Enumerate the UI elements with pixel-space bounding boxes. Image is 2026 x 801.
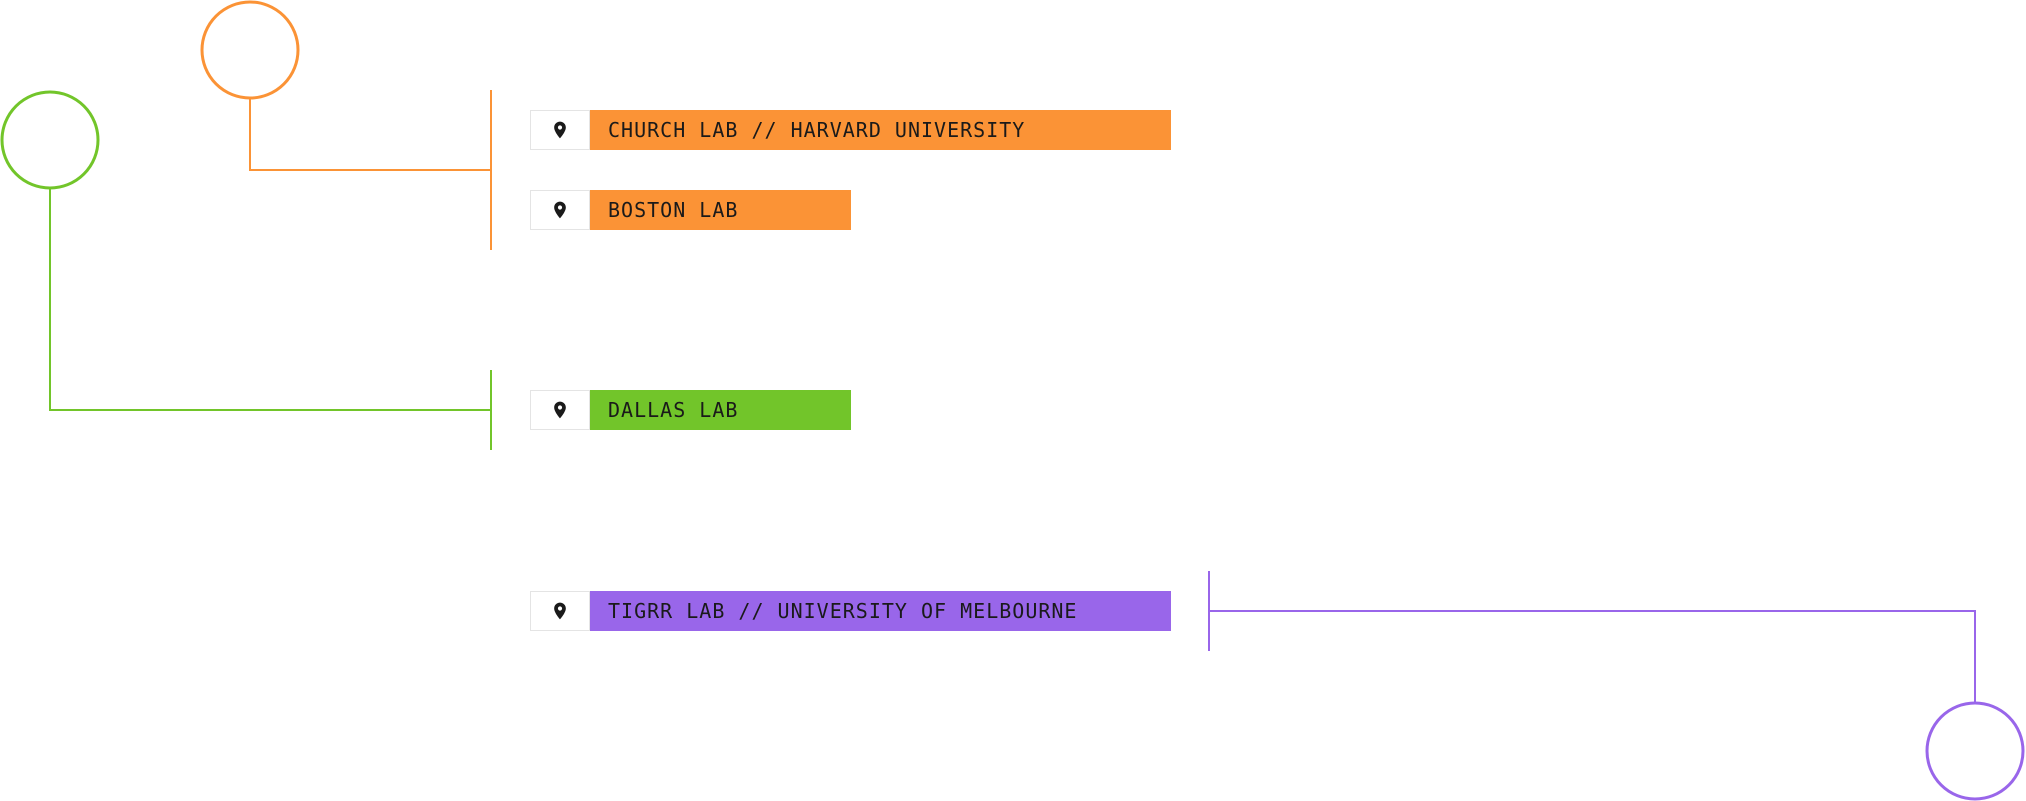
orange-node-circle [200,0,300,100]
purple-connector [1209,610,1976,703]
pin-box [530,390,590,430]
lab-row-boston: BOSTON LAB [530,190,851,230]
map-pin-icon [554,602,566,620]
green-node-circle [0,90,100,190]
pin-box [530,110,590,150]
green-connector [49,188,491,411]
pin-box [530,190,590,230]
map-pin-icon [554,401,566,419]
lab-row-church: CHURCH LAB // HARVARD UNIVERSITY [530,110,1171,150]
lab-row-dallas: DALLAS LAB [530,390,851,430]
lab-label-dallas: DALLAS LAB [590,390,851,430]
lab-label-church: CHURCH LAB // HARVARD UNIVERSITY [590,110,1171,150]
purple-node-circle [1925,701,2025,801]
lab-label-boston: BOSTON LAB [590,190,851,230]
lab-label-tigrr: TIGRR LAB // UNIVERSITY OF MELBOURNE [590,591,1171,631]
map-pin-icon [554,121,566,139]
orange-connector [249,98,491,171]
pin-box [530,591,590,631]
lab-row-tigrr: TIGRR LAB // UNIVERSITY OF MELBOURNE [530,591,1171,631]
map-pin-icon [554,201,566,219]
